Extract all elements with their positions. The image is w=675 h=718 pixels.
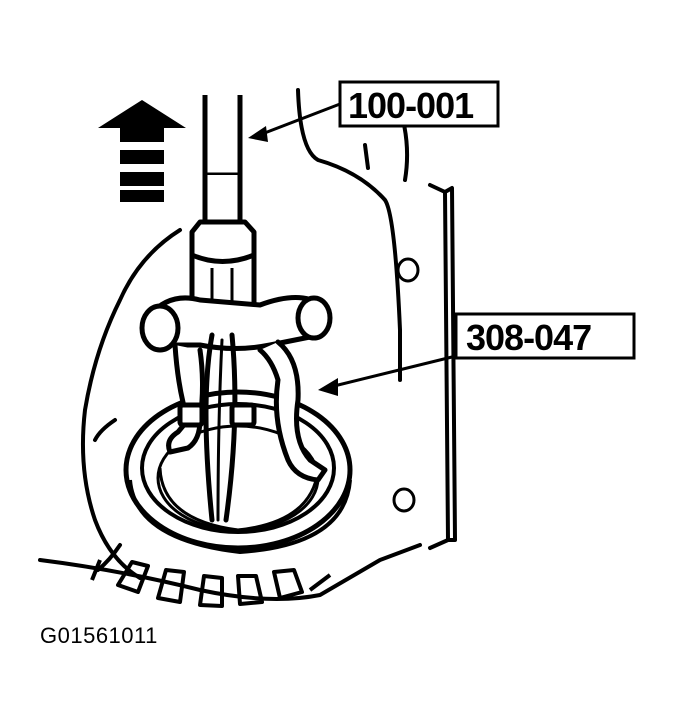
arrow-up-icon [98, 100, 186, 202]
leader-line [333, 354, 457, 388]
bearing-cage-slots [90, 559, 332, 608]
bearing-puller [139, 295, 333, 523]
bolt-hole [396, 257, 420, 283]
leader-arrowhead [318, 378, 338, 396]
callout-308-047: 308-047 [318, 312, 636, 396]
callout-box [338, 80, 500, 128]
transmission-housing [38, 88, 457, 601]
slide-hammer-shaft [202, 95, 243, 235]
flange-bolt-holes [392, 257, 420, 513]
bolt-hole [392, 487, 416, 513]
callout-label: 308-047 [466, 317, 591, 358]
callout-box [454, 312, 636, 360]
callout-100-001: 100-001 [248, 80, 500, 142]
leader-arrowhead [248, 126, 268, 142]
callout-label: 100-001 [348, 85, 474, 126]
figure-id: G01561011 [40, 623, 158, 648]
leader-line [261, 102, 341, 136]
